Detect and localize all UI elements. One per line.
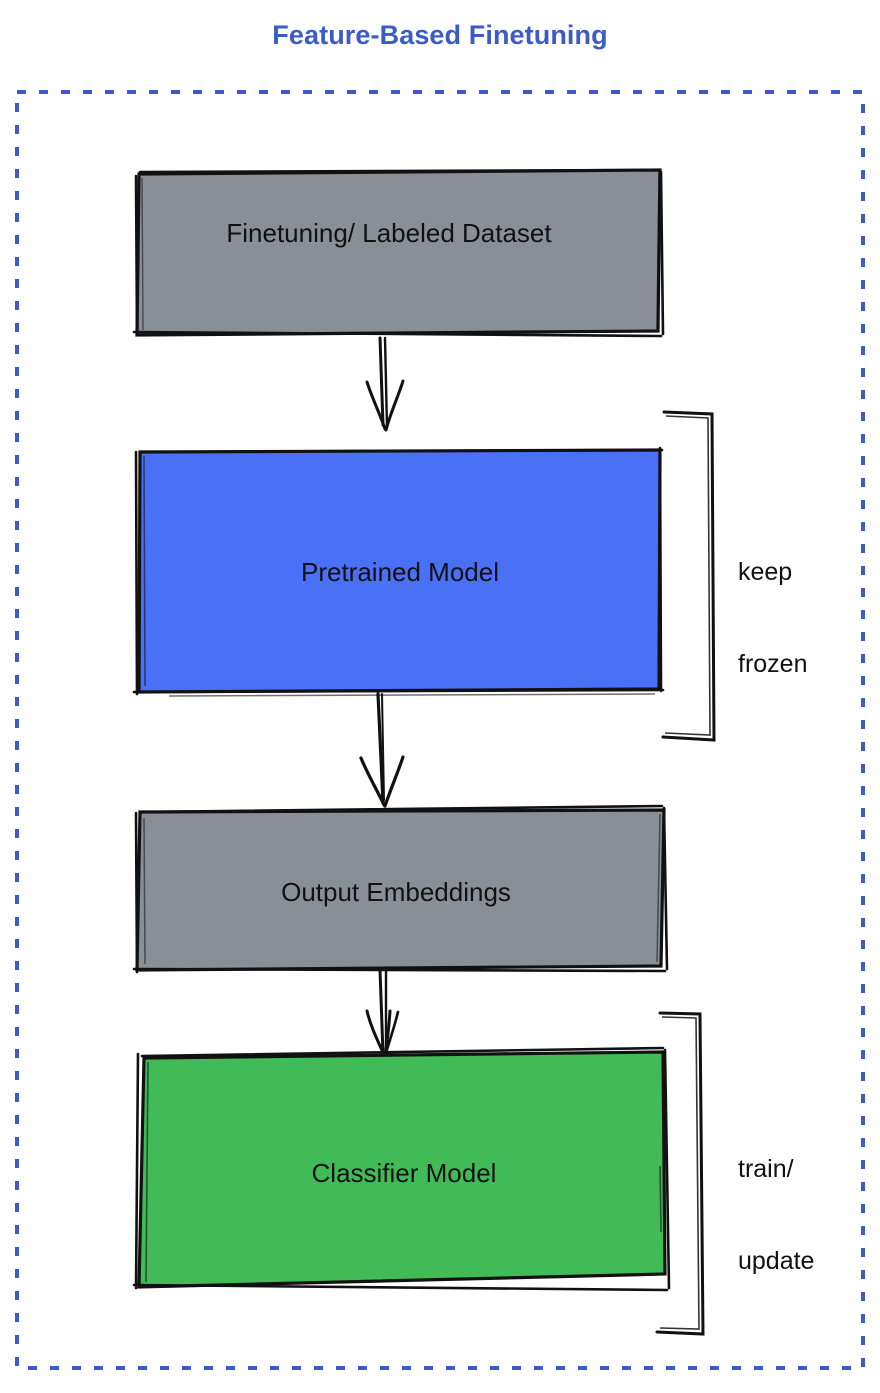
node-dataset-sketch-stroke-2 xyxy=(141,173,660,331)
node-pretrained-sketch-stroke xyxy=(132,446,665,696)
bracket-train-update xyxy=(655,1011,705,1336)
node-classifier-sketch-stroke xyxy=(132,1046,671,1292)
annotation-keep-frozen-line2: frozen xyxy=(738,649,808,678)
annotation-keep-frozen-line1: keep xyxy=(738,558,793,586)
node-dataset[interactable] xyxy=(132,168,665,338)
node-classifier-model[interactable] xyxy=(132,1046,671,1292)
arrow-embeddings-to-classifier xyxy=(365,968,400,1058)
annotation-train-update-line2: update xyxy=(738,1246,815,1275)
bracket-keep-frozen xyxy=(661,410,716,742)
annotation-keep-frozen: keep frozen xyxy=(738,496,807,740)
annotation-train-update-line1: train/ xyxy=(738,1155,794,1183)
node-embeddings-sketch-stroke-2 xyxy=(143,813,661,965)
node-output-embeddings[interactable] xyxy=(132,804,669,974)
outer-dashed-border xyxy=(15,90,865,1370)
annotation-train-update: train/ update xyxy=(738,1093,814,1337)
page-title: Feature-Based Finetuning xyxy=(272,20,608,50)
arrow-pretrained-to-embeddings xyxy=(359,692,405,808)
node-classifier-model-shape xyxy=(137,1050,667,1289)
node-embeddings-sketch-stroke xyxy=(132,804,669,974)
node-dataset-hitbox[interactable] xyxy=(137,170,662,336)
node-classifier-model-hitbox[interactable] xyxy=(136,1049,669,1290)
node-pretrained-sketch-stroke-2 xyxy=(143,455,656,697)
node-pretrained-model[interactable] xyxy=(132,446,665,697)
arrow-dataset-to-pretrained xyxy=(365,336,405,432)
node-pretrained-model-hitbox[interactable] xyxy=(137,449,663,694)
node-output-embeddings-shape xyxy=(135,808,666,972)
node-output-embeddings-hitbox[interactable] xyxy=(136,807,667,971)
node-classifier-sketch-stroke-2 xyxy=(145,1061,662,1283)
node-dataset-sketch-stroke xyxy=(132,168,665,338)
